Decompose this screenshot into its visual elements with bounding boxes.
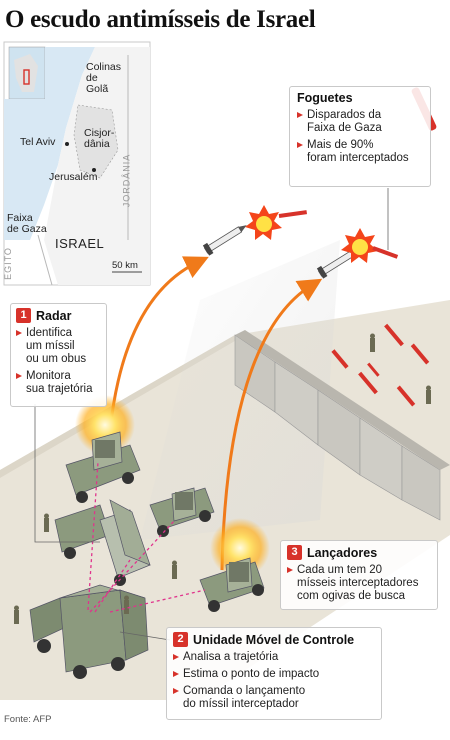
launcher-vehicle-1 (65, 431, 141, 503)
rockets-item-2: Mais de 90% foram interceptados (297, 139, 423, 165)
comm-links (87, 461, 206, 613)
map-label-israel: ISRAEL (55, 236, 105, 251)
radar-title: Radar (36, 308, 72, 323)
explosion-air-2 (341, 228, 378, 263)
radar-item-1: Identifica um míssil ou um obus (16, 327, 101, 366)
control-number-badge: 2 (173, 632, 188, 647)
interceptor-trajectory-2 (220, 278, 323, 571)
launcher-vehicle-2 (149, 487, 215, 537)
control-item-2: Estima o ponto de impacto (173, 668, 375, 681)
map-label-golan: Colinas de Golã (86, 61, 122, 95)
launchers-title: Lançadores (307, 545, 378, 560)
map-label-jordan: JORDÂNIA (121, 153, 132, 208)
source-credit: Fonte: AFP (4, 714, 52, 725)
ground-rockets (331, 323, 430, 407)
map-label-gaza: Faixa de Gaza (7, 212, 47, 235)
radar-item-2: Monitora sua trajetória (16, 370, 101, 396)
launcher-vehicle-3 (199, 557, 265, 612)
border-wall (234, 330, 450, 521)
rockets-title: Foguetes (297, 91, 353, 105)
launchers-number-badge: 3 (287, 545, 302, 560)
map-label-egypt: EGITO (2, 247, 13, 280)
launchers-callout: 3 Lançadores Cada um tem 20 mísseis inter… (280, 540, 438, 610)
interceptor-missile-1 (202, 225, 247, 256)
map-label-jerusalem: Jerusalém (49, 171, 98, 183)
radar-number-badge: 1 (16, 308, 31, 323)
soldiers-gaza (370, 333, 431, 404)
control-title: Unidade Móvel de Controle (193, 632, 355, 647)
radar-vehicle (54, 499, 151, 586)
page-title: O escudo antimísseis de Israel (5, 6, 316, 33)
control-item-3: Comanda o lançamento do míssil intercept… (173, 685, 375, 711)
control-callout-line (119, 631, 171, 641)
radar-callout-line (34, 404, 100, 543)
rockets-item-1: Disparados da Faixa de Gaza (297, 109, 423, 135)
control-unit-callout: 2 Unidade Móvel de Controle Analisa a tra… (166, 627, 382, 720)
map-label-tel-aviv: Tel Aviv (20, 136, 56, 148)
control-item-1: Analisa a trajetória (173, 651, 375, 664)
map-scale-label: 50 km (112, 260, 138, 271)
rockets-callout: Foguetes Disparados da Faixa de Gaza Mai… (289, 86, 431, 187)
radar-beam (140, 240, 340, 540)
radar-callout: 1 Radar Identifica um míssil ou um obus M… (10, 303, 107, 407)
map-label-westbank: Cisjor- dânia (84, 127, 115, 150)
launchers-item-1: Cada um tem 20 mísseis interceptadores c… (287, 564, 431, 603)
explosion-air-1 (245, 205, 282, 240)
inset-map (3, 41, 151, 286)
soldiers-battery (14, 513, 177, 624)
